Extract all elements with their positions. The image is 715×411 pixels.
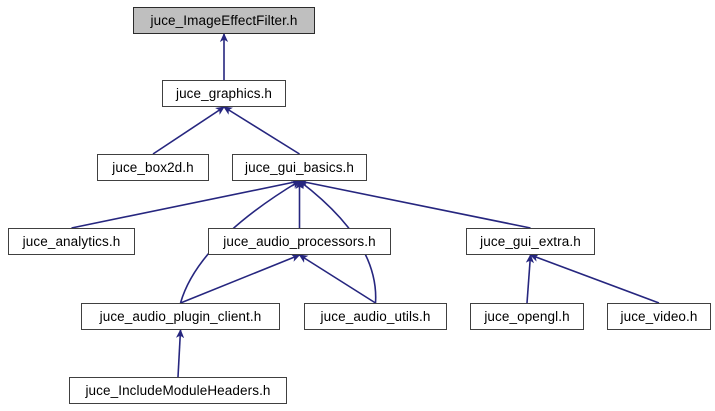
node-video[interactable]: juce_video.h — [607, 303, 711, 330]
node-label-gui_basics: juce_gui_basics.h — [244, 159, 355, 175]
node-gui_extra[interactable]: juce_gui_extra.h — [466, 228, 595, 255]
node-audio_plugin_client[interactable]: juce_audio_plugin_client.h — [81, 303, 280, 330]
node-gui_basics[interactable]: juce_gui_basics.h — [232, 154, 367, 181]
node-box2d[interactable]: juce_box2d.h — [97, 154, 209, 181]
edge-gui_basics-to-graphics — [223, 106, 300, 155]
node-label-box2d: juce_box2d.h — [112, 159, 194, 175]
node-label-audio_utils: juce_audio_utils.h — [320, 308, 431, 324]
node-label-audio_plugin_client: juce_audio_plugin_client.h — [99, 308, 262, 324]
node-analytics[interactable]: juce_analytics.h — [8, 228, 135, 255]
node-label-gui_extra: juce_gui_extra.h — [480, 233, 581, 249]
node-graphics[interactable]: juce_graphics.h — [162, 80, 286, 107]
node-label-include_module_headers: juce_IncludeModuleHeaders.h — [85, 382, 271, 398]
node-label-opengl: juce_opengl.h — [484, 308, 570, 324]
edge-audio_plugin_client-to-audio_processors — [180, 254, 301, 304]
node-label-video: juce_video.h — [620, 308, 698, 324]
node-audio_processors[interactable]: juce_audio_processors.h — [208, 228, 391, 255]
edge-box2d-to-graphics — [152, 106, 225, 155]
node-image_effect_filter[interactable]: juce_ImageEffectFilter.h — [133, 7, 315, 34]
edge-video-to-gui_extra — [529, 253, 660, 304]
node-label-image_effect_filter: juce_ImageEffectFilter.h — [150, 12, 298, 28]
edge-opengl-to-gui_extra — [525, 254, 535, 304]
edge-audio_utils-to-audio_processors — [298, 254, 376, 304]
node-include_module_headers[interactable]: juce_IncludeModuleHeaders.h — [69, 377, 287, 404]
node-label-audio_processors: juce_audio_processors.h — [223, 233, 376, 249]
node-opengl[interactable]: juce_opengl.h — [470, 303, 584, 330]
node-audio_utils[interactable]: juce_audio_utils.h — [304, 303, 447, 330]
edge-gui_extra-to-gui_basics — [298, 178, 531, 229]
edge-analytics-to-gui_basics — [71, 178, 301, 229]
edge-include_module_headers-to-audio_plugin_client — [175, 329, 185, 378]
node-label-graphics: juce_graphics.h — [175, 85, 273, 101]
node-label-analytics: juce_analytics.h — [22, 233, 121, 249]
